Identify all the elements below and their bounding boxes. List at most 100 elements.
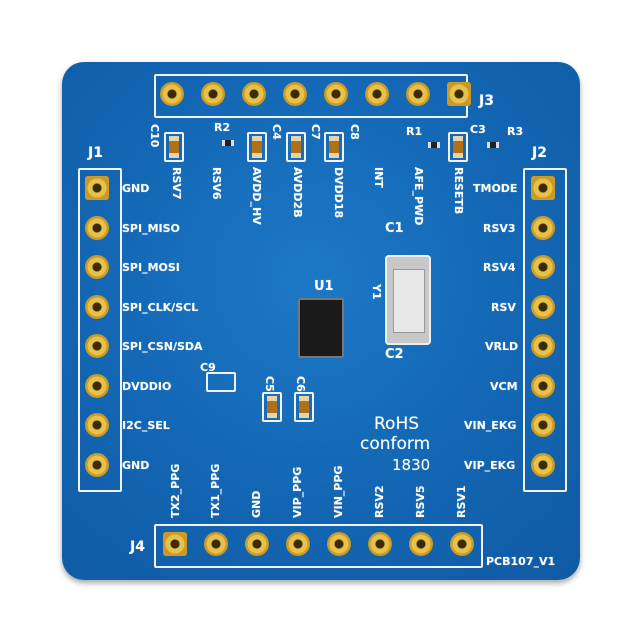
r1-label: R1 [406,125,423,138]
capacitor-c3 [448,132,468,162]
j2-pin-2 [531,216,555,240]
j3-pin-5 [283,82,307,106]
j1-label: J1 [88,145,103,161]
j1-pin-4 [85,295,109,319]
j3-pin-8 [160,82,184,106]
j4-label: J4 [130,539,145,555]
c9-label: C9 [200,361,216,374]
r3-label: R3 [507,125,524,138]
j3-pin-3 [365,82,389,106]
j4-header [154,524,483,568]
capacitor-c9 [206,372,236,392]
crystal-y1 [385,255,431,345]
j1-pin-8 [85,453,109,477]
capacitor-c10 [164,132,184,162]
j3-pin-2 [406,82,430,106]
j4-label-gnd: GND [250,490,263,518]
j3-pin-4 [324,82,348,106]
j3-label-int: INT [372,167,385,188]
ic-u1 [298,298,344,358]
resistor-r1 [428,142,440,148]
j4-label-rsv2: RSV2 [373,485,386,518]
board-id: PCB107_V1 [486,555,556,568]
c2-label: C2 [385,347,404,362]
j2-pin-1 [531,176,555,200]
j4-pin-7 [409,532,433,556]
j1-label-dvddio: DVDDIO [122,380,172,393]
j2-header [523,168,567,492]
j2-pin-7 [531,413,555,437]
j1-label-spi-clk: SPI_CLK/SCL [122,301,199,314]
j4-pin-4 [286,532,310,556]
j1-label-spi-miso: SPI_MISO [122,222,180,235]
j1-header [78,168,122,492]
rohs-code: 1830 [392,456,431,474]
rohs-line2: conform [360,434,431,454]
j2-label-vcm: VCM [490,380,518,393]
j4-pin-3 [245,532,269,556]
j3-pin-6 [242,82,266,106]
j4-pin-1 [163,532,187,556]
c10-label: C10 [148,124,161,148]
j2-label-rsv4: RSV4 [483,261,516,274]
pcb-board: J3 RSV7 RSV6 AVDD_HV AVDD2B DVDD18 INT A… [62,62,580,580]
j1-pin-3 [85,255,109,279]
j4-label-vip-ppg: VIP_PPG [291,466,304,518]
j3-label-afe-pwd: AFE_PWD [412,167,425,226]
capacitor-c6 [294,392,314,422]
j4-pin-6 [368,532,392,556]
j4-pin-8 [450,532,474,556]
j3-label-resetb: RESETB [452,167,465,215]
j2-pin-4 [531,295,555,319]
j4-label-rsv5: RSV5 [414,485,427,518]
j2-label-vin-ekg: VIN_EKG [464,419,517,432]
c3-label: C3 [470,123,486,136]
j1-label-gnd-top: GND [122,182,150,195]
j3-label-avdd2b: AVDD2B [291,167,304,218]
j4-label-rsv1: RSV1 [455,485,468,518]
capacitor-c8 [324,132,344,162]
j1-pin-5 [85,334,109,358]
j3-label-avdd-hv: AVDD_HV [250,167,263,225]
j3-label-rsv7: RSV7 [170,167,183,200]
capacitor-c5 [262,392,282,422]
j4-label-tx2-ppg: TX2_PPG [169,463,182,518]
j2-label-vip-ekg: VIP_EKG [464,459,516,472]
j2-label-tmode: TMODE [473,182,518,195]
j3-label: J3 [479,93,494,109]
resistor-r3 [487,142,499,148]
j4-pin-5 [327,532,351,556]
capacitor-c7 [286,132,306,162]
j3-label-rsv6: RSV6 [210,167,223,200]
u1-label: U1 [314,279,334,294]
y1-label: Y1 [370,284,383,300]
j1-label-spi-csn: SPI_CSN/SDA [122,340,203,353]
c6-label: C6 [294,376,307,392]
j2-label-rsv3: RSV3 [483,222,516,235]
j4-pin-2 [204,532,228,556]
j3-pin-1 [447,82,471,106]
capacitor-c4 [247,132,267,162]
j2-pin-3 [531,255,555,279]
j1-pin-6 [85,374,109,398]
c5-label: C5 [263,376,276,392]
r2-label: R2 [214,121,231,134]
c7-label: C7 [309,124,322,140]
j3-pin-7 [201,82,225,106]
j1-label-spi-mosi: SPI_MOSI [122,261,180,274]
j4-label-vin-ppg: VIN_PPG [332,465,345,518]
c1-label: C1 [385,221,404,236]
c8-label: C8 [348,124,361,140]
j2-label: J2 [532,145,547,161]
j1-pin-7 [85,413,109,437]
j4-label-tx1-ppg: TX1_PPG [209,463,222,518]
j2-pin-6 [531,374,555,398]
j3-label-dvdd18: DVDD18 [332,167,345,219]
rohs-line1: RoHS [374,414,420,434]
j1-pin-1 [85,176,109,200]
j1-label-gnd-bottom: GND [122,459,150,472]
j2-pin-8 [531,453,555,477]
c4-label: C4 [270,124,283,140]
j2-pin-5 [531,334,555,358]
j1-label-i2c-sel: I2C_SEL [122,419,170,432]
